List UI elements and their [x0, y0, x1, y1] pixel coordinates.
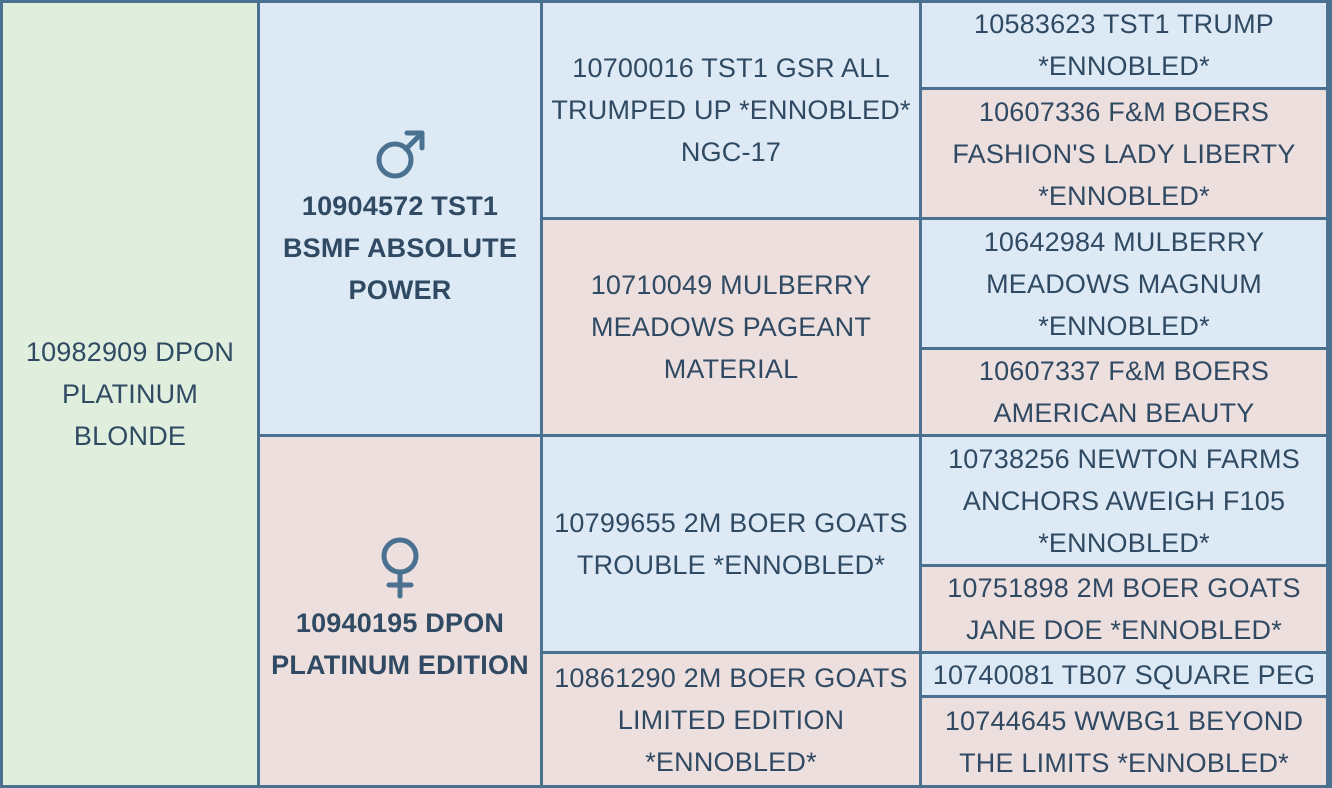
ss-sire-name: 10583623 TST1 TRUMP *ENNOBLED*	[974, 9, 1274, 81]
sire-sire-name: 10700016 TST1 GSR ALL TRUMPED UP *ENNOBL…	[551, 53, 911, 167]
ss-dam-cell: 10607336 F&M BOERS FASHION'S LADY LIBERT…	[922, 90, 1326, 217]
dam-sire-cell: 10799655 2M BOER GOATS TROUBLE *ENNOBLED…	[543, 437, 919, 651]
female-symbol-icon	[376, 536, 424, 600]
sd-dam-name: 10607337 F&M BOERS AMERICAN BEAUTY	[978, 356, 1270, 428]
sd-dam-cell: 10607337 F&M BOERS AMERICAN BEAUTY	[922, 350, 1326, 434]
sd-sire-cell: 10642984 MULBERRY MEADOWS MAGNUM *ENNOBL…	[922, 220, 1326, 347]
ds-dam-name: 10751898 2M BOER GOATS JANE DOE *ENNOBLE…	[947, 573, 1301, 645]
sire-dam-name: 10710049 MULBERRY MEADOWS PAGEANT MATERI…	[590, 270, 872, 384]
dd-sire-cell: 10740081 TB07 SQUARE PEG	[922, 654, 1326, 695]
sire-sire-cell: 10700016 TST1 GSR ALL TRUMPED UP *ENNOBL…	[543, 3, 919, 217]
ds-sire-cell: 10738256 NEWTON FARMS ANCHORS AWEIGH F10…	[922, 437, 1326, 564]
subject-cell: 10982909 DPON PLATINUM BLONDE	[3, 3, 257, 785]
ss-sire-cell: 10583623 TST1 TRUMP *ENNOBLED*	[922, 3, 1326, 87]
dam-sire-name: 10799655 2M BOER GOATS TROUBLE *ENNOBLED…	[554, 508, 908, 580]
ss-dam-name: 10607336 F&M BOERS FASHION'S LADY LIBERT…	[952, 96, 1296, 211]
dam-dam-name: 10861290 2M BOER GOATS LIMITED EDITION *…	[554, 662, 908, 777]
dam-dam-cell: 10861290 2M BOER GOATS LIMITED EDITION *…	[543, 654, 919, 785]
sire-name: 10904572 TST1 BSMF ABSOLUTE POWER	[282, 190, 518, 305]
male-symbol-icon	[372, 127, 428, 183]
ds-sire-name: 10738256 NEWTON FARMS ANCHORS AWEIGH F10…	[948, 443, 1300, 558]
dd-dam-name: 10744645 WWBG1 BEYOND THE LIMITS *ENNOBL…	[944, 705, 1304, 778]
sire-dam-cell: 10710049 MULBERRY MEADOWS PAGEANT MATERI…	[543, 220, 919, 434]
sire-cell: 10904572 TST1 BSMF ABSOLUTE POWER	[260, 3, 540, 434]
subject-name: 10982909 DPON PLATINUM BLONDE	[25, 337, 235, 451]
dam-cell: 10940195 DPON PLATINUM EDITION	[260, 437, 540, 785]
sd-sire-name: 10642984 MULBERRY MEADOWS MAGNUM *ENNOBL…	[983, 226, 1265, 341]
dd-dam-cell: 10744645 WWBG1 BEYOND THE LIMITS *ENNOBL…	[922, 698, 1326, 785]
ds-dam-cell: 10751898 2M BOER GOATS JANE DOE *ENNOBLE…	[922, 567, 1326, 651]
dd-sire-name: 10740081 TB07 SQUARE PEG	[932, 659, 1316, 690]
dam-name: 10940195 DPON PLATINUM EDITION	[271, 608, 529, 680]
